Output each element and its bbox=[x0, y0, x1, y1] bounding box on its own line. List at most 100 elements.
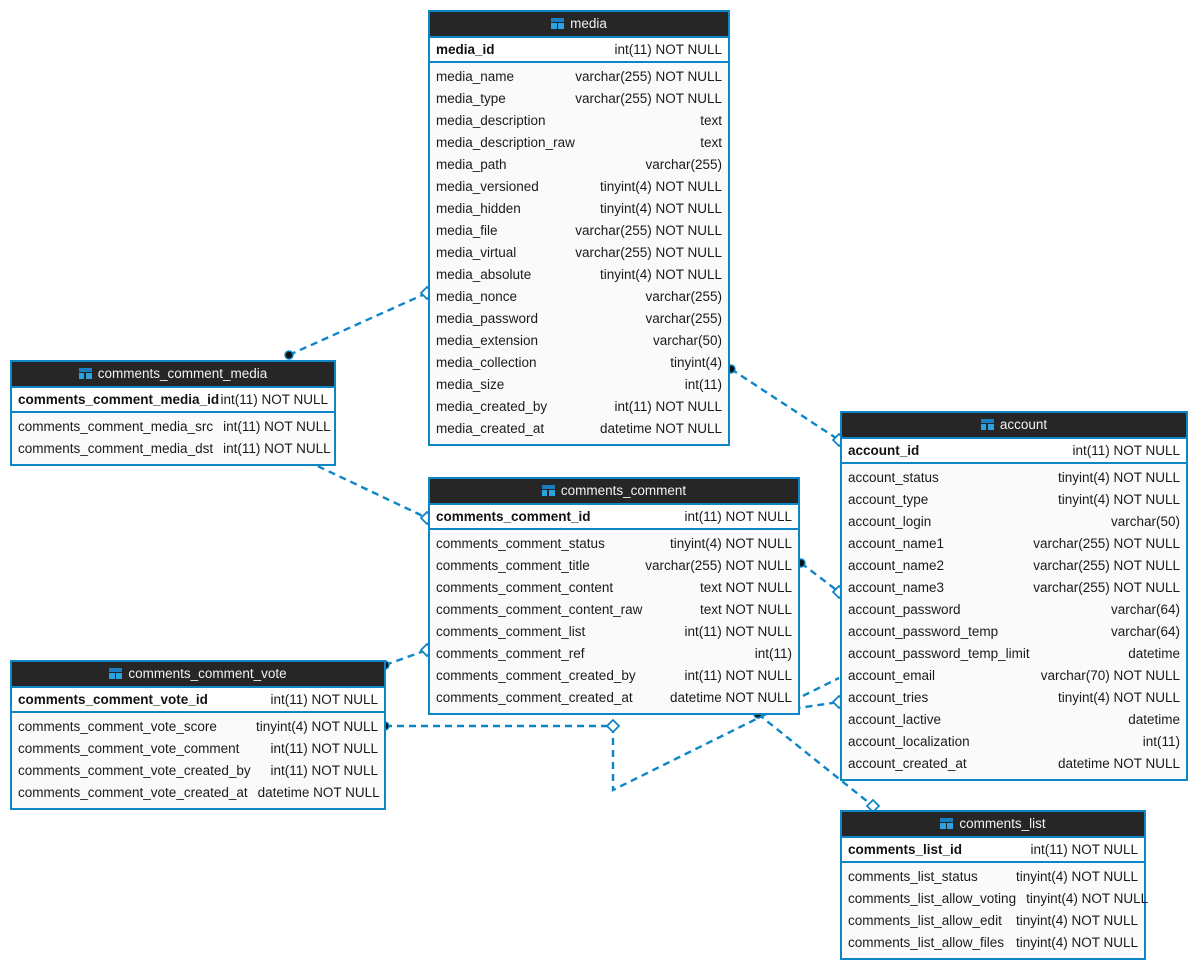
er-table-name: comments_list bbox=[959, 815, 1046, 831]
column-name: media_virtual bbox=[436, 245, 517, 260]
er-table-comments_comment_media[interactable]: comments_comment_media comments_comment_m… bbox=[10, 360, 336, 466]
column-type: int(11) NOT NULL bbox=[684, 668, 792, 683]
column-name: account_password bbox=[848, 602, 961, 617]
er-table-name: comments_comment_vote bbox=[128, 665, 287, 681]
er-table-header-comments_comment_vote[interactable]: comments_comment_vote bbox=[12, 662, 384, 688]
er-table-header-media[interactable]: media bbox=[430, 12, 728, 38]
er-table-name: comments_comment_media bbox=[97, 365, 268, 381]
er-table-header-comments_comment_media[interactable]: comments_comment_media bbox=[12, 362, 334, 388]
column-name: media_id bbox=[436, 41, 495, 57]
relationship-rel-media-account bbox=[726, 364, 847, 448]
column-type: int(11) NOT NULL bbox=[1072, 442, 1180, 458]
er-table-header-comments_comment[interactable]: comments_comment bbox=[430, 479, 798, 505]
er-table-comments_comment_vote[interactable]: comments_comment_vote comments_comment_vo… bbox=[10, 660, 386, 810]
column-name: media_description bbox=[436, 113, 546, 128]
er-table-name: media bbox=[570, 15, 607, 31]
column-type: text NOT NULL bbox=[699, 602, 792, 617]
relationship-rel-comment-account bbox=[796, 558, 847, 600]
column-name: media_password bbox=[436, 311, 539, 326]
er-column-row[interactable]: comments_comment_vote_created_by int(11) … bbox=[12, 760, 384, 782]
er-table-header-comments_list[interactable]: comments_list bbox=[842, 812, 1144, 838]
column-name: account_created_at bbox=[848, 756, 967, 771]
column-name: comments_comment_vote_created_by bbox=[18, 763, 251, 778]
column-name: comments_comment_status bbox=[436, 536, 605, 551]
column-name: account_login bbox=[848, 514, 932, 529]
column-name: account_id bbox=[848, 442, 920, 458]
column-type: int(11) NOT NULL bbox=[270, 763, 378, 778]
column-name: media_absolute bbox=[436, 267, 532, 282]
column-name: comments_list_status bbox=[848, 869, 978, 884]
er-primary-key-row[interactable]: account_id int(11) NOT NULL bbox=[842, 439, 1186, 464]
column-type: varchar(255) NOT NULL bbox=[645, 558, 792, 573]
column-name: account_lactive bbox=[848, 712, 942, 727]
er-column-row[interactable]: media_created_by int(11) NOT NULL bbox=[430, 396, 728, 418]
er-table-header-account[interactable]: account bbox=[842, 413, 1186, 439]
column-type: int(11) NOT NULL bbox=[614, 399, 722, 414]
column-name: media_type bbox=[436, 91, 506, 106]
column-name: media_description_raw bbox=[436, 135, 575, 150]
column-name: account_type bbox=[848, 492, 929, 507]
column-type: varchar(255) NOT NULL bbox=[575, 69, 722, 84]
column-name: media_created_by bbox=[436, 399, 548, 414]
column-name: account_name1 bbox=[848, 536, 945, 551]
